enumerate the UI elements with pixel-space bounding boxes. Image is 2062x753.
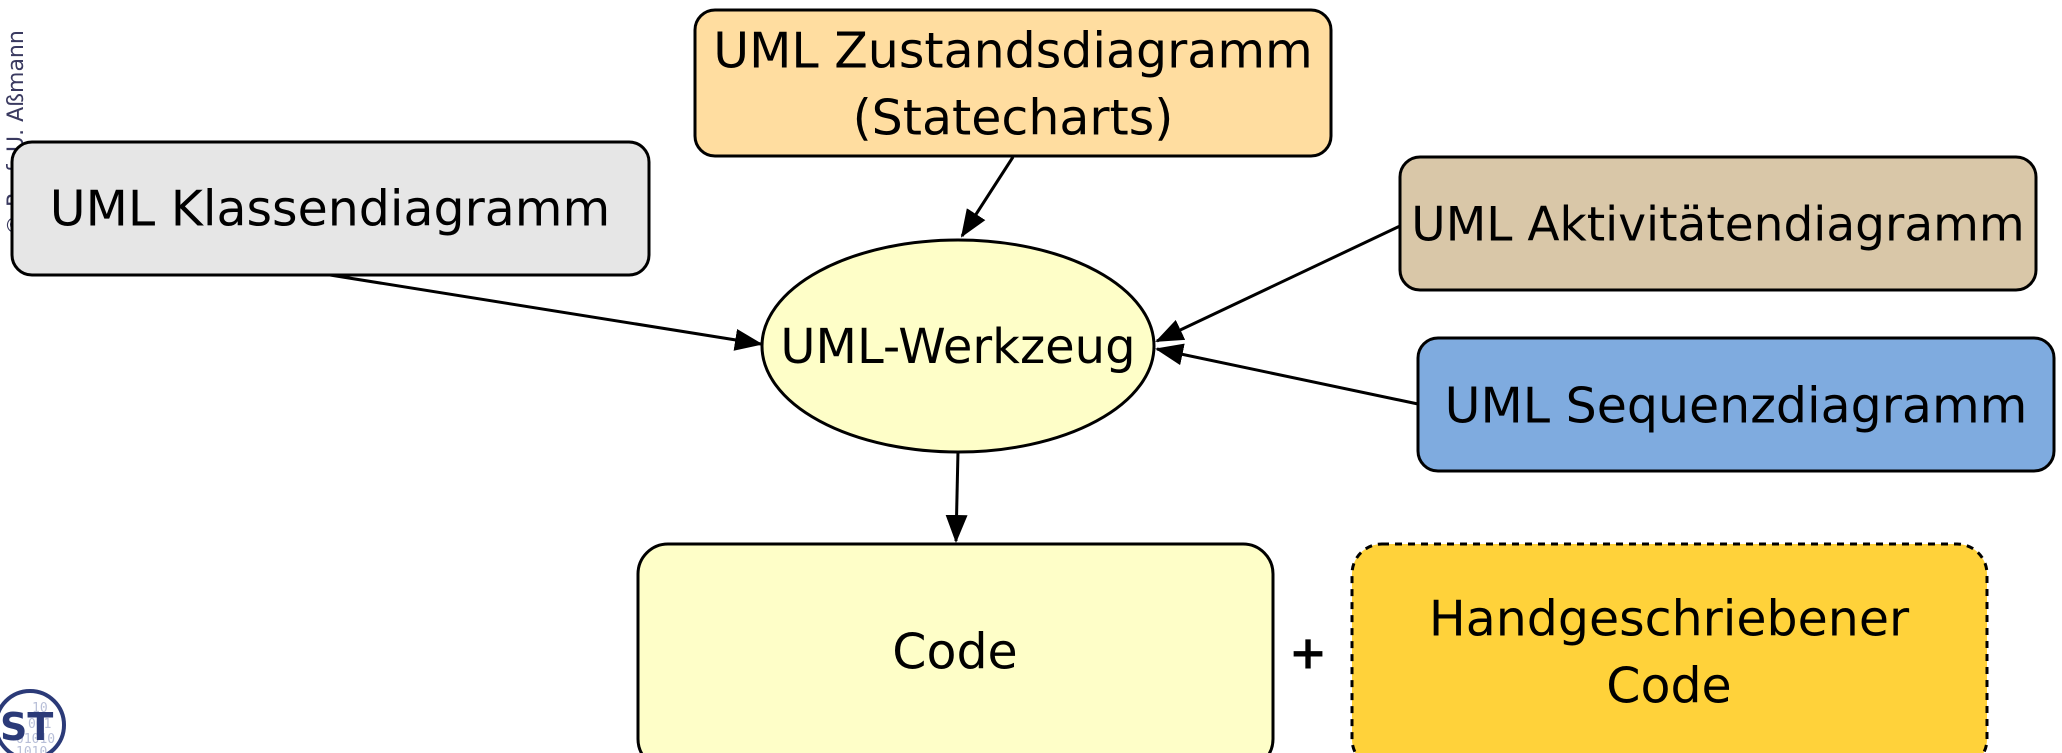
logo-bits-row3: 01010 [16, 732, 55, 747]
arrow-sequenz-to-werkzeug [1155, 343, 1419, 406]
aktivitaetendiagramm-box [1398, 155, 2038, 292]
node-zustandsdiagramm: UML Zustandsdiagramm (Statecharts) [693, 8, 1333, 158]
node-uml-werkzeug: UML-Werkzeug [760, 238, 1156, 454]
logo-bits-row2: 001 [28, 717, 51, 732]
zustandsdiagramm-label-line1: UML Zustandsdiagramm [713, 23, 1313, 80]
sequenzdiagramm-box [1416, 336, 2056, 473]
handgeschriebener-code-label-line1: Handgeschriebener [1429, 591, 1910, 648]
st-logo: 10 001 01010 1010 ST [0, 689, 66, 753]
uml-werkzeug-label: UML-Werkzeug [780, 319, 1135, 375]
zustandsdiagramm-label-line2: (Statecharts) [853, 90, 1174, 147]
node-klassendiagramm: UML Klassendiagramm [10, 140, 651, 277]
logo-bits-row4: 1010 [16, 745, 47, 753]
node-aktivitaetendiagramm: UML Aktivitätendiagramm [1398, 155, 2038, 292]
arrow-zustand-to-werkzeug [960, 156, 1015, 238]
handgeschriebener-code-label-line2: Code [1606, 658, 1731, 715]
node-code: Code [636, 542, 1275, 753]
sequenzdiagramm-label: UML Sequenzdiagramm [1445, 378, 2028, 435]
node-sequenzdiagramm: UML Sequenzdiagramm [1416, 336, 2056, 473]
code-label: Code [892, 624, 1017, 681]
node-handgeschriebener-code: Handgeschriebener Code [1350, 542, 1989, 753]
klassendiagramm-label: UML Klassendiagramm [50, 181, 611, 238]
logo-bits-row1: 10 [32, 701, 48, 716]
arrow-aktivitaeten-to-werkzeug [1155, 224, 1401, 343]
aktivitaetendiagramm-label: UML Aktivitätendiagramm [1411, 198, 2024, 253]
klassendiagramm-box [10, 140, 651, 277]
plus-operator: + [1289, 626, 1328, 680]
uml-werkzeug-ellipse [760, 238, 1156, 454]
logo-ring [0, 689, 66, 753]
arrow-klassen-to-werkzeug [329, 273, 763, 351]
arrow-werkzeug-to-code [945, 450, 968, 543]
handgeschriebener-code-box [1350, 542, 1989, 753]
code-box [636, 542, 1275, 753]
zustandsdiagramm-box [693, 8, 1333, 158]
logo-letters: ST [0, 705, 53, 749]
